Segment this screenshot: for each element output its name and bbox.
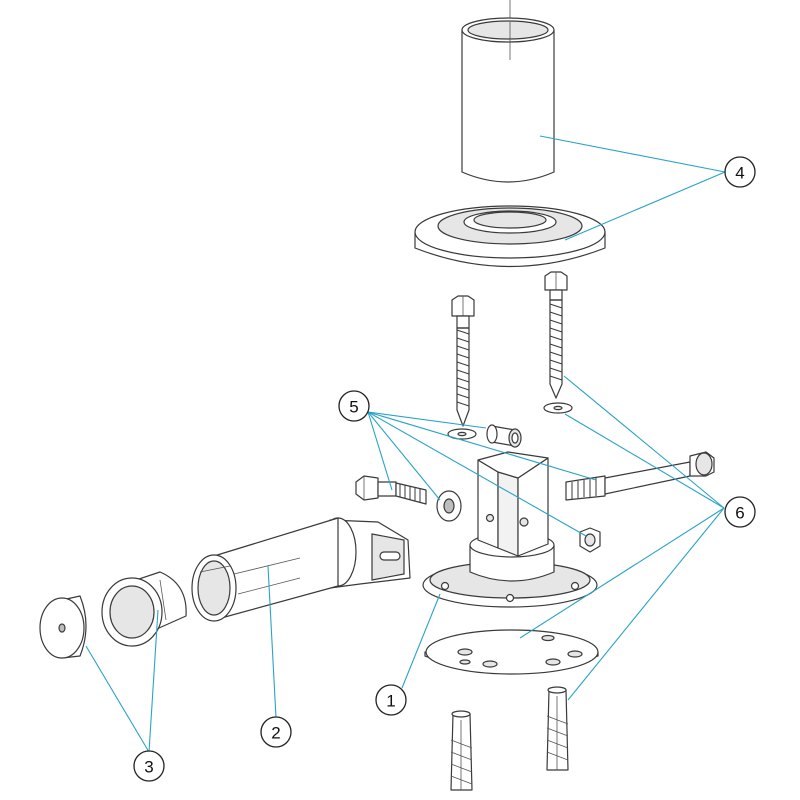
- callout-label: 4: [735, 164, 744, 183]
- leader-5e: [367, 411, 587, 537]
- leader-4b: [564, 171, 726, 241]
- callout-label: 3: [144, 758, 153, 777]
- leader-5d: [367, 411, 441, 501]
- leader-5c: [367, 411, 393, 491]
- callout-3: 3: [133, 750, 165, 782]
- leader-lines: [85, 135, 726, 753]
- callout-6: 6: [724, 496, 756, 528]
- callout-1: 1: [375, 684, 407, 716]
- callout-label: 5: [349, 398, 358, 417]
- tube-part: [461, 0, 555, 183]
- screw-right: [544, 271, 568, 399]
- hex-nut: [579, 527, 601, 553]
- callout-4: 4: [724, 156, 756, 188]
- callout-label: 6: [735, 504, 744, 523]
- leader-6a: [563, 375, 725, 509]
- washer-right: [543, 402, 573, 414]
- leader-3b: [148, 609, 159, 753]
- callout-label: 2: [271, 724, 280, 743]
- callout-5: 5: [338, 390, 370, 422]
- long-bolt: [565, 451, 715, 501]
- leader-6d: [567, 507, 725, 701]
- end-plug: [39, 595, 87, 659]
- leader-5b: [367, 411, 597, 481]
- wall-anchor-right: [546, 686, 569, 771]
- spacer-sleeve: [486, 424, 522, 448]
- leader-6c: [519, 507, 725, 639]
- washer-left: [447, 428, 477, 440]
- leader-1: [401, 593, 441, 689]
- sleeve-insert: [191, 517, 411, 622]
- base-plate: [424, 629, 599, 675]
- leader-6b: [564, 413, 725, 509]
- round-washer: [436, 490, 462, 522]
- screw-left: [451, 295, 475, 427]
- base-bracket: [422, 451, 598, 608]
- wall-anchor-left: [450, 710, 473, 791]
- short-bolt: [355, 475, 427, 505]
- flange-cover-part: [414, 205, 606, 268]
- callout-label: 1: [386, 692, 395, 711]
- leader-2: [267, 565, 277, 719]
- leader-4a: [539, 135, 726, 173]
- leader-3a: [85, 645, 150, 753]
- callout-2: 2: [260, 716, 292, 748]
- leader-5a: [367, 411, 487, 429]
- cap-ring: [101, 571, 187, 647]
